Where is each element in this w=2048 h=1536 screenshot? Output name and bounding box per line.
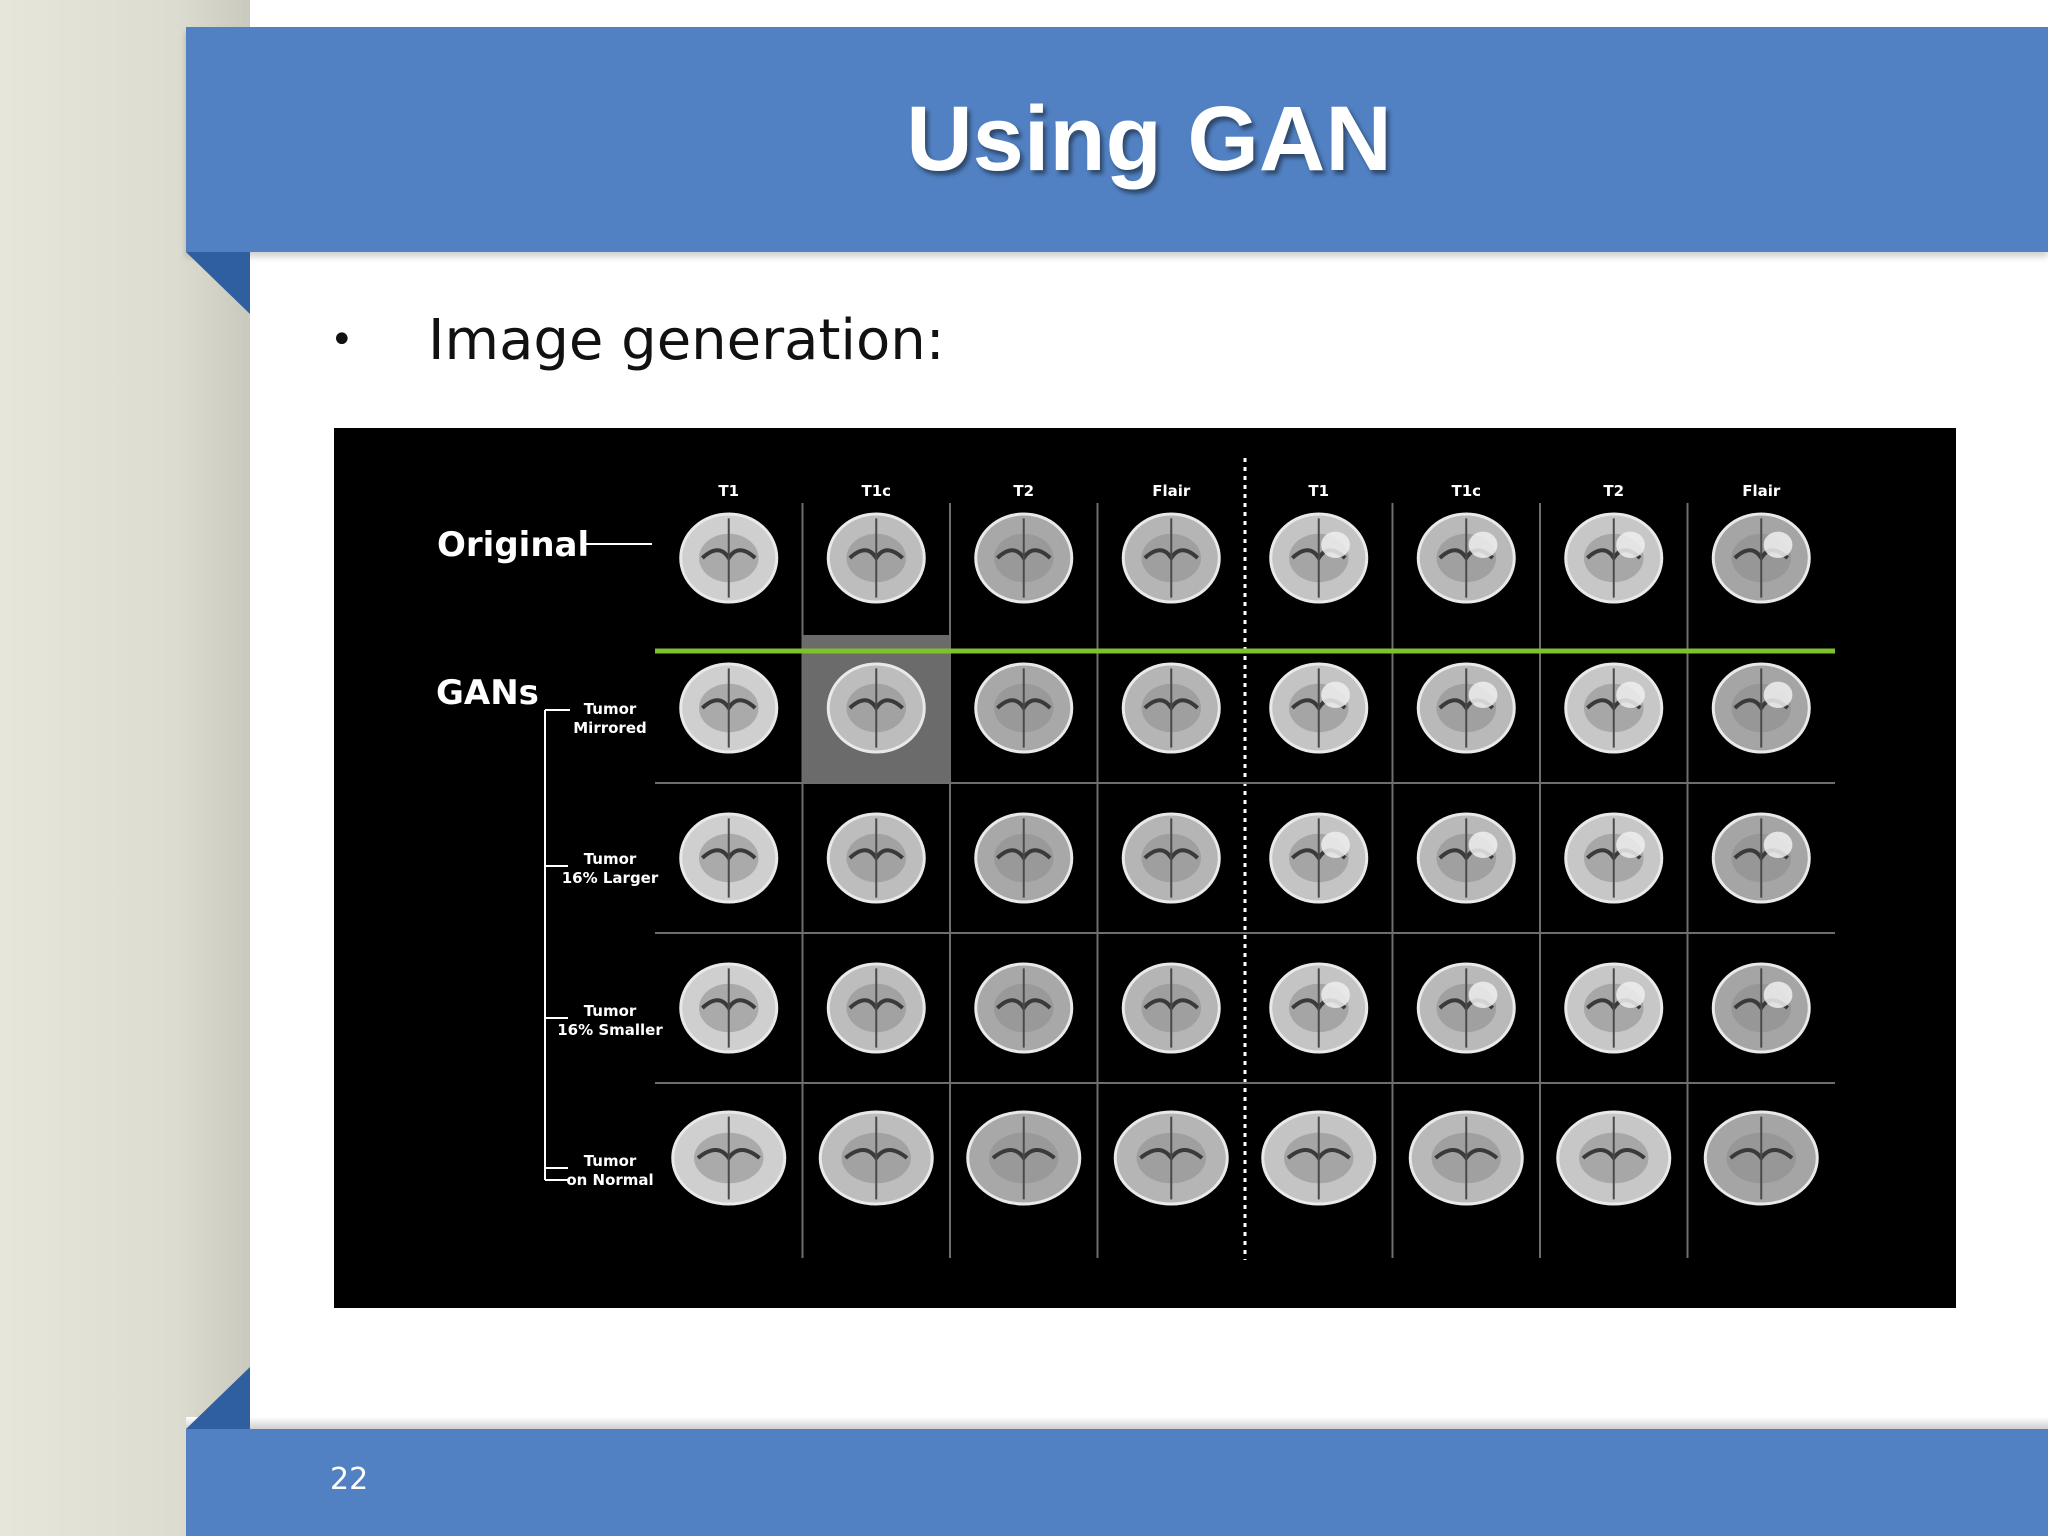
page-number: 22 [330, 1462, 369, 1497]
tumor-region [1321, 531, 1350, 558]
title-band-fold [186, 252, 250, 314]
column-header: T2 [1603, 482, 1624, 500]
gan-row-label: Tumor [584, 1002, 637, 1020]
gan-row-label: Tumor [584, 700, 637, 718]
bullet-item: • Image generation: [330, 300, 945, 380]
column-header: T2 [1013, 482, 1034, 500]
tumor-region [1468, 681, 1498, 708]
tumor-region [1468, 531, 1498, 558]
column-header: T1c [1451, 482, 1481, 500]
slide-title: Using GAN [906, 88, 1392, 190]
column-header: T1 [1308, 482, 1329, 500]
tumor-region [1321, 831, 1350, 858]
column-header: Flair [1152, 482, 1191, 500]
footer-band-fold [186, 1367, 250, 1429]
column-header: T1 [718, 482, 739, 500]
tumor-region [1321, 981, 1350, 1008]
tumor-region [1321, 681, 1350, 708]
tumor-region [1468, 831, 1498, 858]
mri-grid-svg: Original GANs T1 T1c T2 Flair T1 T1c T2 FlairTu… [436, 458, 1835, 1260]
column-header: Flair [1742, 482, 1781, 500]
gan-row-label: on Normal [566, 1171, 653, 1189]
gan-row-label: 16% Smaller [557, 1021, 663, 1039]
gan-row-label: 16% Larger [562, 869, 659, 887]
bullet-dot-icon: • [330, 317, 354, 363]
column-header: T1c [861, 482, 891, 500]
tumor-region [1616, 981, 1645, 1008]
gans-label: GANs [436, 673, 539, 713]
footer-band [186, 1429, 2048, 1536]
gan-row-label: Tumor [584, 1152, 637, 1170]
tumor-region [1763, 681, 1793, 708]
tumor-region [1616, 681, 1645, 708]
tumor-region [1616, 831, 1645, 858]
tumor-region [1616, 531, 1645, 558]
tumor-region [1763, 981, 1793, 1008]
tumor-region [1468, 981, 1498, 1008]
bullet-text: Image generation: [428, 307, 945, 373]
gan-row-label: Mirrored [573, 719, 646, 737]
original-label: Original [437, 525, 589, 565]
tumor-region [1763, 531, 1793, 558]
title-band [186, 27, 2048, 252]
footer-shadow [186, 1417, 2048, 1429]
tumor-region [1763, 831, 1793, 858]
gan-row-label: Tumor [584, 850, 637, 868]
